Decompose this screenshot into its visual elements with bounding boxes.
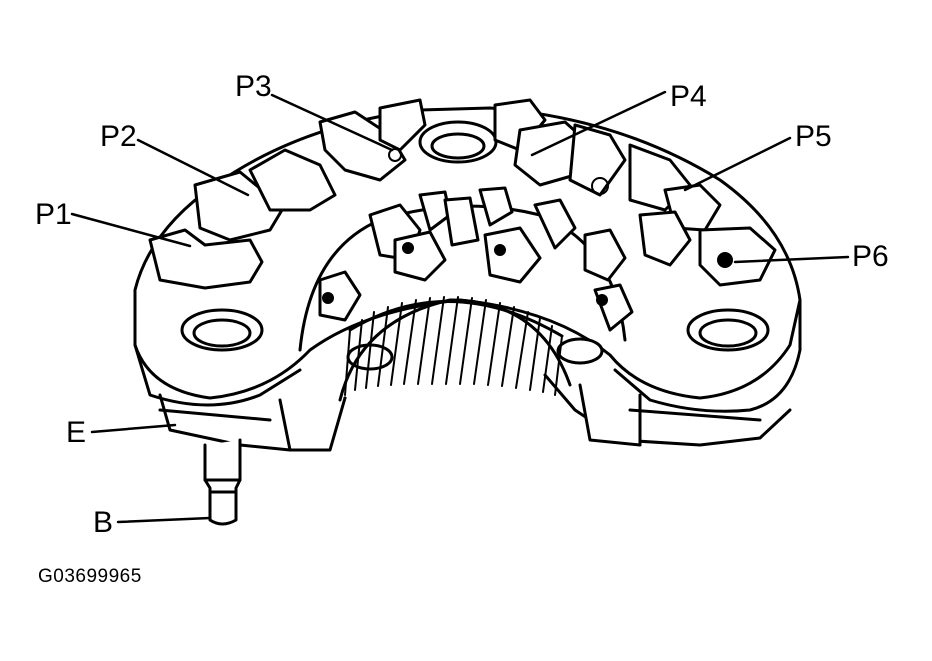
leader-p1 <box>70 212 192 248</box>
leader-p5 <box>683 136 792 192</box>
leader-lines <box>70 90 850 524</box>
callout-p1: P1 <box>35 198 72 231</box>
figure-id: G03699965 <box>38 566 142 587</box>
callout-p2: P2 <box>100 120 137 153</box>
terminal-screws <box>322 148 733 306</box>
callout-p6: P6 <box>852 240 889 273</box>
callout-p4: P4 <box>670 80 707 113</box>
callout-b: B <box>93 506 114 539</box>
heat-sink-fins <box>338 296 572 402</box>
callout-e: E <box>66 416 87 449</box>
leader-b <box>116 516 212 524</box>
rectifier-underside <box>158 373 792 452</box>
callout-p3: P3 <box>235 70 272 103</box>
leader-p3 <box>270 93 394 152</box>
callout-p5: P5 <box>795 120 832 153</box>
leader-e <box>90 423 177 434</box>
b-terminal-stud <box>203 438 242 526</box>
leader-p6 <box>733 255 850 264</box>
leader-p4 <box>530 90 667 157</box>
leader-p2 <box>136 138 250 197</box>
